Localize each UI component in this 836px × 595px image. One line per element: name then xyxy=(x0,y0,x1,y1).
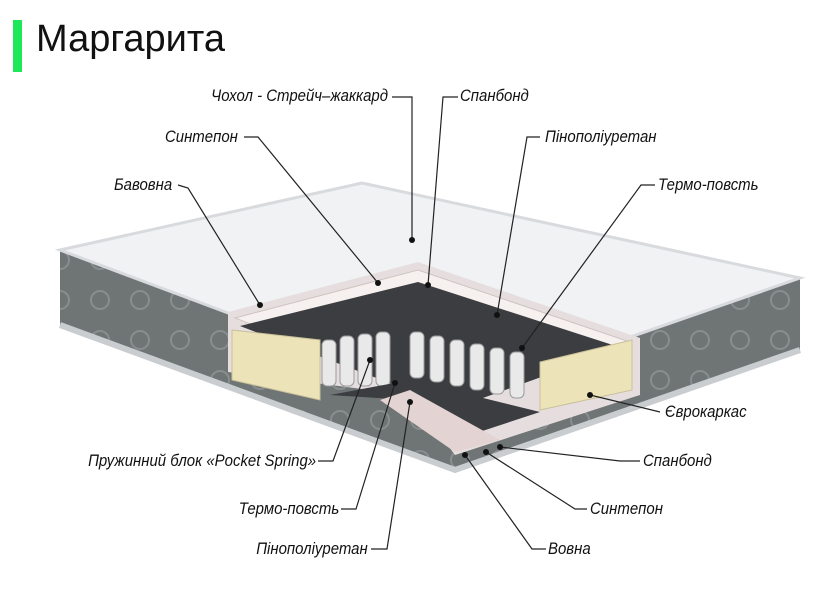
label-spring-block: Пружинний блок «Pocket Spring» xyxy=(87,451,316,470)
label-cotton: Бавовна xyxy=(113,175,172,194)
label-eurofame: Єврокаркас xyxy=(665,402,747,421)
label-pu-foam-top: Пінополіуретан xyxy=(545,127,657,146)
leader-lines xyxy=(177,96,661,550)
label-wool: Вовна xyxy=(548,539,591,558)
label-spunbond-top: Спанбонд xyxy=(460,86,529,105)
label-syntepon-bottom: Синтепон xyxy=(590,499,663,518)
spring-block xyxy=(321,331,525,399)
eurofame-left xyxy=(231,329,321,401)
label-cover: Чохол - Стрейч–жаккард xyxy=(211,86,388,105)
label-pu-foam-bottom: Пінополіуретан xyxy=(256,539,368,558)
label-spunbond-bottom: Спанбонд xyxy=(643,451,712,470)
label-thermo-felt-bottom: Термо-повсть xyxy=(238,499,339,518)
label-thermo-felt-top: Термо-повсть xyxy=(658,175,759,194)
eurofame-right xyxy=(539,339,633,411)
label-syntepon-top: Синтепон xyxy=(165,127,238,146)
accent-bar xyxy=(13,20,22,72)
page-title: Маргарита xyxy=(36,18,225,60)
